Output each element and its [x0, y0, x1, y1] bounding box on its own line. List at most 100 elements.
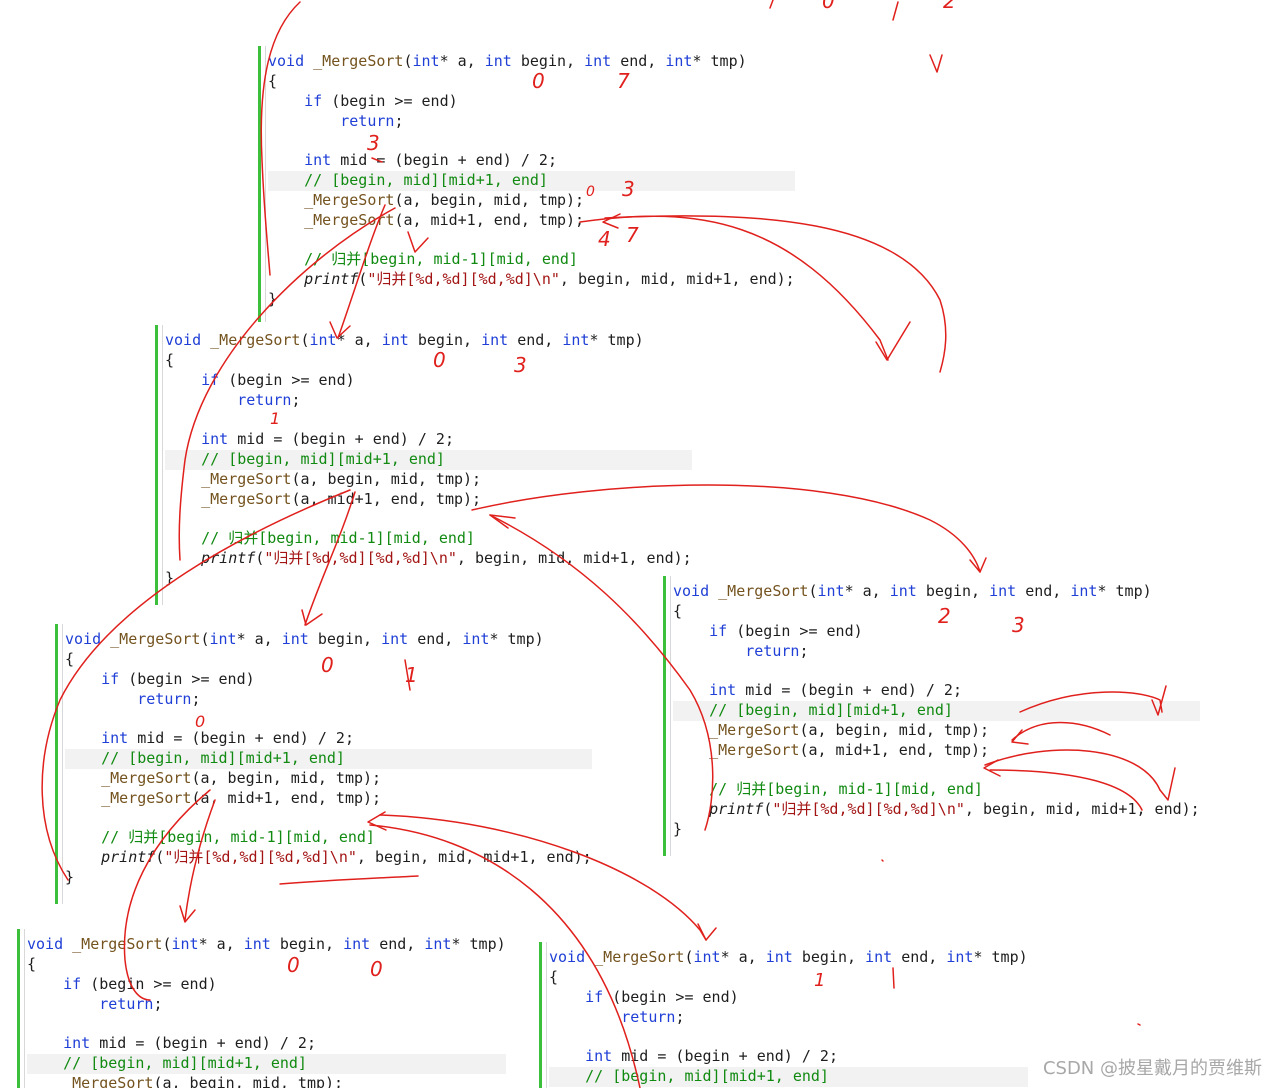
- code-token: end,: [1016, 582, 1071, 600]
- code-line: // [begin, mid][mid+1, end]: [65, 749, 592, 769]
- code-line: _MergeSort(a, mid+1, end, tmp);: [65, 789, 592, 809]
- code-line: _MergeSort(a, mid+1, end, tmp);: [673, 741, 1200, 761]
- code-token: int: [889, 582, 917, 600]
- code-token: // 归并[begin, mid-1][mid, end]: [268, 250, 578, 269]
- code-token: (: [808, 582, 818, 600]
- code-token: _MergeSort: [304, 210, 395, 229]
- code-line: int mid = (begin + end) / 2;: [673, 681, 1200, 701]
- code-line: }: [165, 569, 692, 589]
- code-token: int: [304, 151, 332, 170]
- code-line: {: [549, 968, 1028, 988]
- code-token: _MergeSort: [63, 1073, 154, 1088]
- code-token: mid = (begin + end) / 2;: [128, 729, 354, 748]
- code-token: (begin >= end): [322, 91, 458, 110]
- code-token: // [begin, mid][mid+1, end]: [165, 450, 445, 469]
- code-token: [549, 988, 585, 1006]
- code-token: begin,: [792, 948, 866, 966]
- code-token: , begin, mid, mid+1, end);: [964, 800, 1200, 819]
- code-line: if (begin >= end): [673, 622, 1200, 642]
- code-line: // 归并[begin, mid-1][mid, end]: [65, 828, 592, 848]
- code-token: "归并[%d,%d][%d,%d]\n": [772, 800, 965, 819]
- code-line: [165, 510, 692, 530]
- code-token: int: [709, 681, 737, 700]
- code-token: if: [585, 987, 604, 1006]
- code-line: int mid = (begin + end) / 2;: [549, 1047, 1028, 1067]
- code-token: _MergeSort: [210, 331, 301, 349]
- code-token: int: [101, 729, 129, 748]
- code-token: int: [1070, 582, 1098, 600]
- code-line: int mid = (begin + end) / 2;: [65, 729, 592, 749]
- code-line: // [begin, mid][mid+1, end]: [268, 171, 795, 191]
- code-block: void _MergeSort(int* a, int begin, int e…: [165, 331, 692, 589]
- code-token: [27, 1034, 63, 1052]
- code-token: * tmp): [973, 948, 1028, 966]
- code-token: "归并[%d,%d][%d,%d]\n": [264, 549, 457, 568]
- code-line: void _MergeSort(int* a, int begin, int e…: [549, 948, 1028, 968]
- code-token: [65, 690, 137, 708]
- code-token: [673, 642, 745, 660]
- code-token: int: [201, 430, 229, 449]
- code-token: int: [562, 331, 590, 349]
- gutter: [670, 576, 671, 856]
- code-block: void _MergeSort(int* a, int begin, int e…: [549, 948, 1028, 1087]
- code-token: _MergeSort: [594, 948, 685, 966]
- code-token: * a,: [720, 948, 766, 966]
- code-token: int: [989, 582, 1017, 600]
- code-panel-6: void _MergeSort(int* a, int begin, int e…: [539, 942, 1059, 1088]
- code-line: [268, 231, 795, 251]
- code-block: void _MergeSort(int* a, int begin, int e…: [27, 935, 506, 1088]
- code-token: * tmp): [692, 52, 747, 70]
- code-token: [673, 800, 709, 818]
- code-token: [165, 371, 201, 389]
- code-token: _MergeSort: [201, 469, 292, 488]
- code-token: if: [304, 91, 323, 110]
- code-token: mid = (begin + end) / 2;: [612, 1047, 838, 1066]
- code-token: int: [462, 630, 490, 648]
- code-token: return: [745, 641, 800, 660]
- code-token: // 归并[begin, mid-1][mid, end]: [673, 780, 983, 799]
- code-token: int: [584, 52, 612, 70]
- code-token: int: [424, 935, 452, 953]
- code-token: (a, mid+1, end, tmp);: [291, 489, 482, 508]
- gutter: [265, 46, 266, 322]
- code-token: return: [340, 111, 395, 130]
- code-token: void: [27, 935, 64, 953]
- code-token: }: [673, 820, 683, 839]
- code-token: int: [381, 331, 409, 349]
- code-token: int: [243, 935, 271, 953]
- code-token: _MergeSort: [718, 582, 809, 600]
- code-line: [268, 131, 795, 151]
- code-token: , begin, mid, mid+1, end);: [356, 848, 592, 867]
- code-token: return: [237, 390, 292, 409]
- code-panel-2: void _MergeSort(int* a, int begin, int e…: [155, 325, 695, 605]
- code-token: [65, 848, 101, 866]
- code-token: {: [27, 954, 37, 973]
- code-token: int: [693, 948, 721, 966]
- code-token: begin,: [270, 935, 344, 953]
- code-line: if (begin >= end): [165, 371, 692, 391]
- code-block: void _MergeSort(int* a, int begin, int e…: [673, 582, 1200, 840]
- code-token: int: [481, 331, 509, 349]
- code-token: int: [665, 52, 693, 70]
- code-token: int: [484, 52, 512, 70]
- code-token: [549, 1008, 621, 1026]
- scope-bar: [17, 929, 20, 1088]
- code-line: [165, 410, 692, 430]
- code-token: (: [155, 848, 165, 867]
- code-token: int: [209, 630, 237, 648]
- code-token: (a, begin, mid, tmp);: [291, 469, 482, 488]
- code-token: int: [309, 331, 337, 349]
- code-line: // [begin, mid][mid+1, end]: [165, 450, 692, 470]
- code-line: _MergeSort(a, mid+1, end, tmp);: [268, 211, 795, 231]
- code-token: end,: [611, 52, 666, 70]
- code-token: int: [765, 948, 793, 966]
- code-line: {: [27, 955, 506, 975]
- code-token: if: [201, 370, 220, 389]
- scope-bar: [155, 325, 158, 605]
- code-token: [27, 995, 99, 1013]
- code-token: (begin >= end): [119, 669, 255, 688]
- code-block: void _MergeSort(int* a, int begin, int e…: [268, 52, 795, 310]
- code-line: _MergeSort(a, begin, mid, tmp);: [673, 721, 1200, 741]
- code-token: begin,: [308, 630, 382, 648]
- code-token: mid = (begin + end) / 2;: [228, 430, 454, 449]
